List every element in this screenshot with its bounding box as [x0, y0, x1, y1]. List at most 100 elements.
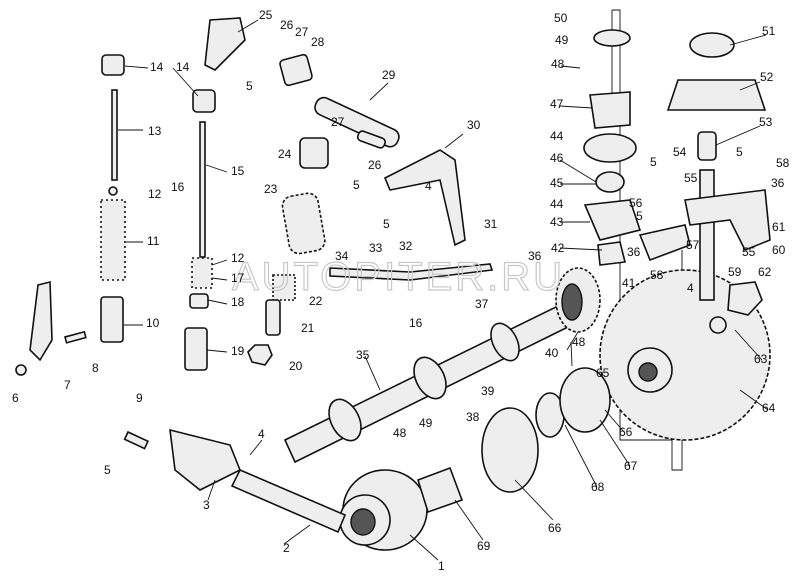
- leader-line: [559, 247, 603, 251]
- spring: [191, 257, 213, 289]
- part-number-label: 6: [12, 391, 19, 405]
- part-number-label: 68: [591, 480, 605, 494]
- part-number-label: 12: [231, 251, 245, 265]
- part-number-label: 19: [231, 344, 245, 358]
- part-number-label: 4: [258, 427, 265, 441]
- part-number-label: 65: [596, 366, 610, 380]
- part-number-label: 40: [545, 346, 559, 360]
- nut: [247, 344, 273, 366]
- part-number-label: 39: [481, 384, 495, 398]
- part-number-label: 64: [762, 401, 776, 415]
- part-number-label: 33: [369, 241, 383, 255]
- part-number-label: 14: [176, 60, 190, 74]
- bushing: [417, 466, 464, 514]
- bracket-lever: [204, 17, 246, 71]
- part-number-label: 54: [673, 145, 687, 159]
- push-rod: [111, 89, 118, 181]
- part-number-label: 4: [425, 179, 432, 193]
- gasket: [559, 367, 611, 433]
- nut: [15, 364, 27, 376]
- flange-plate: [589, 91, 631, 129]
- bearing: [689, 32, 735, 58]
- part-number-label: 5: [650, 155, 657, 169]
- part-number-label: 59: [728, 265, 742, 279]
- part-number-label: 5: [636, 209, 643, 223]
- part-number-label: 26: [280, 18, 294, 32]
- link-rod: [329, 263, 494, 281]
- fork-lever: [684, 189, 771, 252]
- part-number-label: 8: [92, 361, 99, 375]
- leader-line: [206, 349, 228, 353]
- leader-line: [734, 329, 763, 361]
- small-gear-bore: [561, 283, 583, 321]
- leader-line: [599, 419, 631, 467]
- part-number-label: 41: [622, 276, 636, 290]
- part-number-label: 9: [136, 391, 143, 405]
- leader-line: [559, 159, 597, 183]
- leader-line: [124, 65, 149, 69]
- lever: [29, 280, 53, 362]
- part-number-label: 2: [283, 541, 290, 555]
- sleeve: [184, 327, 208, 371]
- part-number-label: 38: [466, 410, 480, 424]
- part-number-label: 66: [619, 425, 633, 439]
- part-number-label: 57: [686, 238, 700, 252]
- part-number-label: 5: [383, 217, 390, 231]
- leader-line: [444, 133, 464, 149]
- part-number-label: 47: [550, 97, 564, 111]
- leader-line: [237, 19, 259, 33]
- part-number-label: 25: [259, 8, 273, 22]
- part-number-label: 5: [736, 145, 743, 159]
- leader-line: [454, 499, 484, 541]
- part-number-label: 13: [148, 124, 162, 138]
- leader-line: [739, 389, 769, 411]
- sleeve: [697, 131, 717, 161]
- spring: [272, 274, 296, 301]
- housing: [583, 199, 642, 241]
- bearing: [595, 171, 625, 193]
- part-number-label: 44: [550, 129, 564, 143]
- nut: [189, 293, 209, 309]
- fork-lever: [638, 224, 691, 262]
- flange-hub-bore: [350, 508, 376, 536]
- part-number-label: 35: [356, 348, 370, 362]
- part-number-label: 48: [551, 57, 565, 71]
- part-number-label: 22: [309, 294, 323, 308]
- bushing: [279, 53, 313, 87]
- part-number-label: 15: [231, 164, 245, 178]
- leader-line: [409, 534, 439, 561]
- part-number-label: 53: [759, 115, 773, 129]
- part-number-label: 29: [382, 68, 396, 82]
- part-number-label: 48: [572, 335, 586, 349]
- leader-line: [570, 341, 573, 367]
- large-gear: [599, 269, 771, 441]
- part-number-label: 43: [550, 215, 564, 229]
- part-number-label: 4: [687, 281, 694, 295]
- pin: [123, 430, 150, 450]
- part-number-label: 11: [147, 234, 160, 248]
- part-number-label: 50: [554, 11, 568, 25]
- part-number-label: 28: [311, 35, 325, 49]
- part-number-label: 66: [548, 521, 562, 535]
- gasket: [481, 407, 539, 493]
- part-number-label: 12: [148, 187, 162, 201]
- part-number-label: 58: [650, 268, 664, 282]
- leader-line: [205, 164, 228, 173]
- spring: [281, 192, 326, 255]
- bolt: [64, 330, 87, 344]
- part-number-label: 46: [550, 151, 564, 165]
- part-number-label: 49: [555, 33, 569, 47]
- parts: [15, 9, 771, 551]
- part-number-label: 63: [754, 352, 768, 366]
- part-number-label: 26: [368, 158, 382, 172]
- part-number-label: 24: [278, 147, 292, 161]
- leader-line: [739, 81, 761, 91]
- part-number-label: 61: [772, 220, 786, 234]
- part-number-label: 48: [393, 426, 407, 440]
- leader-line: [566, 331, 579, 351]
- gasket: [583, 133, 637, 163]
- leader-line: [211, 259, 228, 266]
